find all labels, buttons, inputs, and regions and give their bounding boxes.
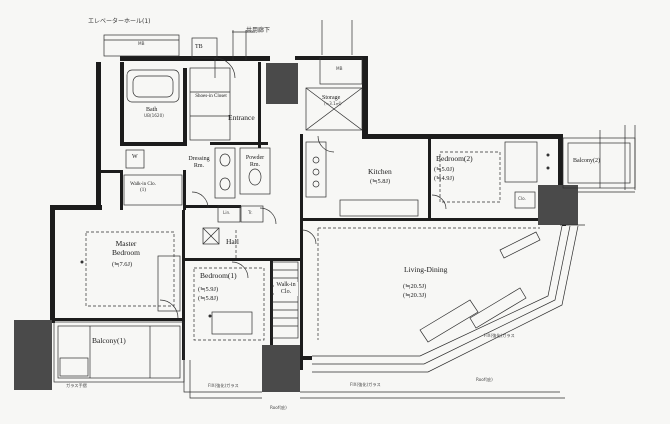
entrance-label: Entrance — [228, 113, 255, 122]
master-bedroom-area-label: (≒7.6J) — [112, 261, 133, 268]
interior-details — [53, 20, 636, 399]
mb-left-label: MB — [138, 41, 145, 46]
ub-label: UB(1620) — [144, 113, 164, 118]
storage-label: Storage — [322, 95, 341, 101]
washer-label: W — [132, 154, 138, 160]
exterior-walls — [50, 56, 566, 370]
elevator-hall-label: エレベーターホール(1) — [88, 18, 151, 25]
master-bedroom-label: Master Bedroom — [112, 239, 140, 257]
annotation-marks — [80, 153, 550, 318]
tb-label: TB — [195, 44, 203, 50]
living-dining-area-2-label: (≒20.3J) — [403, 292, 427, 299]
walk-in-closet-2-label: Walk-in Clo. — [274, 282, 298, 296]
common-corridor-label: 共用廊下 — [246, 27, 271, 34]
bedroom-2-label: Bedroom(2) — [436, 154, 473, 163]
linen-label: Lin. — [223, 210, 231, 215]
fix-glass-2-label: FIX(強化)ガラス — [350, 382, 381, 387]
structural-columns — [14, 63, 578, 392]
fix-glass-1-label: FIX(強化)ガラス — [208, 383, 239, 388]
hall-label: Hall — [226, 237, 239, 246]
fix-glass-3-label: FIX(強化)ガラス — [484, 333, 515, 338]
closet-label: Clo. — [518, 196, 526, 201]
roof-right-label: Roof(庇) — [476, 377, 493, 382]
balcony-2-label: Balcony(2) — [573, 158, 600, 164]
walk-in-closet-1-label: Walk-in Clo.(1) — [130, 182, 156, 193]
bath-label: Bath — [146, 107, 158, 113]
kitchen-area-label: (≒5.8J) — [370, 178, 391, 185]
trunk-room-label: Tr. — [248, 210, 253, 215]
bedroom-2-area-2-label: (≒4.9J) — [434, 175, 455, 182]
bedroom-1-label: Bedroom(1) — [200, 271, 237, 280]
kitchen-label: Kitchen — [368, 167, 392, 176]
balcony-1-label: Balcony(1) — [92, 336, 126, 345]
mb-right-label: MB — [336, 66, 343, 71]
glass-handrail-label: ガラス手摺 — [66, 383, 87, 388]
living-dining-label: Living-Dining — [404, 265, 448, 274]
powder-room-label: Powder Rm. — [245, 155, 265, 168]
shoes-in-closet-label: Shoes-in Closet — [195, 94, 227, 99]
dressing-room-label: Dressing Rm. — [188, 156, 210, 169]
storage-area-label: (≒3.1㎡) — [324, 101, 342, 106]
roof-left-label: Roof(庇) — [270, 405, 287, 410]
bedroom-1-area-2-label: (≒5.8J) — [198, 295, 219, 302]
living-dining-area-1-label: (≒20.5J) — [403, 283, 427, 290]
bedroom-2-area-1-label: (≒5.0J) — [434, 166, 455, 173]
bedroom-1-area-1-label: (≒5.9J) — [198, 286, 219, 293]
